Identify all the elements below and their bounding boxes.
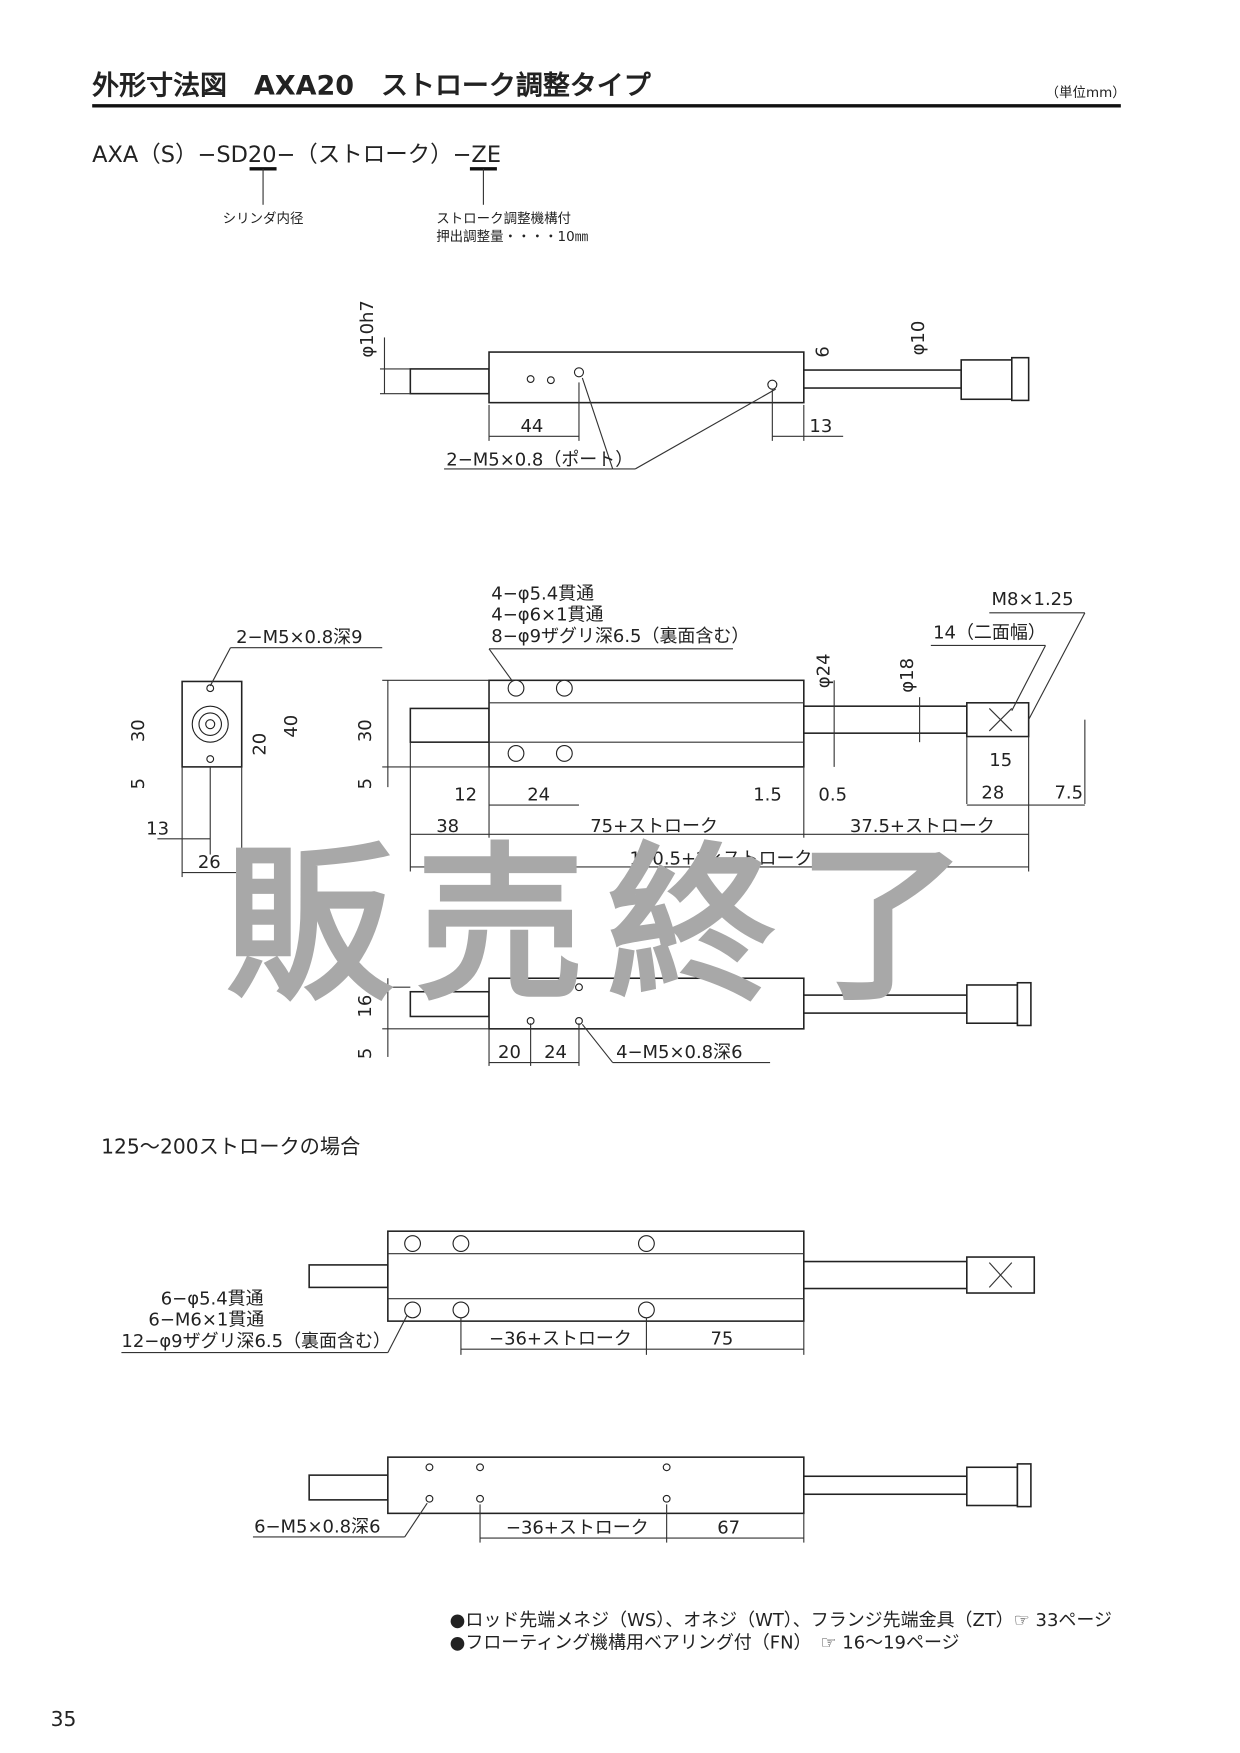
unit-label: （単位mm） <box>1046 85 1126 101</box>
end-dim-5: 5 <box>128 778 149 789</box>
bore-label: シリンダ内径 <box>223 211 304 227</box>
long-stroke-bottom-view: 6−M5×0.8深6 −36+ストローク 67 <box>252 1456 1032 1543</box>
long-holes-label-3: 12−φ9ザグリ深6.5（裏面含む） <box>121 1331 390 1352</box>
ze-label-1: ストローク調整機構付 <box>436 211 571 227</box>
dim-15: 15 <box>989 750 1012 771</box>
side-dim-5: 5 <box>355 778 376 789</box>
end-dim-13: 13 <box>146 818 169 839</box>
model-code: AXA（S）−SD20−（ストローク）−ZE <box>92 142 501 168</box>
dim-37-5-stroke: 37.5+ストローク <box>850 816 995 837</box>
bottom-dim-16: 16 <box>355 995 376 1018</box>
top-view: φ10h7 6 φ10 44 13 2−M5×0.8（ポート） <box>357 300 1030 471</box>
dim-13: 13 <box>809 416 832 437</box>
long-dim-36-stroke: −36+ストローク <box>489 1329 632 1350</box>
dim-7-5: 7.5 <box>1055 782 1084 803</box>
long-bottom-dim-36-stroke: −36+ストローク <box>506 1518 649 1539</box>
long-stroke-heading: 125～200ストロークの場合 <box>101 1135 360 1159</box>
long-stroke-side-view: 6−φ5.4貫通 6−M6×1貫通 12−φ9ザグリ深6.5（裏面含む） −36… <box>121 1230 1036 1355</box>
dim-6: 6 <box>813 346 834 357</box>
end-dim-40: 40 <box>281 715 302 738</box>
dim-rod-dia: φ10h7 <box>357 300 378 358</box>
page-title: 外形寸法図 AXA20 ストローク調整タイプ <box>92 70 651 102</box>
dim-0-5: 0.5 <box>818 785 847 806</box>
long-dim-75: 75 <box>710 1329 733 1350</box>
long-tap-label: 6−M5×0.8深6 <box>254 1516 380 1537</box>
dim-dia-24: φ24 <box>814 653 835 688</box>
long-holes-label-2: 6−M6×1貫通 <box>148 1310 264 1331</box>
dim-38: 38 <box>436 816 459 837</box>
note-floating: ●フローティング機構用ベアリング付（FN） ☞ 16～19ページ <box>450 1632 960 1653</box>
dim-rod-dia2: φ10 <box>908 321 929 356</box>
dim-24: 24 <box>527 785 550 806</box>
long-dim-67: 67 <box>717 1518 740 1539</box>
dim-28: 28 <box>981 782 1004 803</box>
port-label: 2−M5×0.8（ポート） <box>446 450 633 471</box>
discontinued-watermark: 販売終了 <box>225 827 989 1024</box>
bottom-view: 16 5 20 24 4−M5×0.8深6 <box>355 977 1032 1066</box>
bottom-dim-20: 20 <box>498 1042 521 1063</box>
holes-label-2: 4−φ6×1貫通 <box>491 605 603 626</box>
dim-dia-18: φ18 <box>897 658 918 693</box>
side-dim-30: 30 <box>355 719 376 742</box>
dim-1-5: 1.5 <box>753 785 782 806</box>
dim-44: 44 <box>521 416 544 437</box>
dim-total: 150.5+2×ストローク <box>630 849 813 870</box>
side-view: 4−φ5.4貫通 4−φ6×1貫通 8−φ9ザグリ深6.5（裏面含む） M8×1… <box>355 583 1086 872</box>
end-tap-label: 2−M5×0.8深9 <box>236 627 362 648</box>
holes-label-1: 4−φ5.4貫通 <box>491 583 594 604</box>
end-dim-26: 26 <box>198 852 221 873</box>
page-number: 35 <box>51 1707 77 1731</box>
bottom-dim-24: 24 <box>544 1042 567 1063</box>
end-dim-30: 30 <box>128 719 149 742</box>
across-flats-label: 14（二面幅） <box>933 623 1046 644</box>
dim-12: 12 <box>454 785 477 806</box>
long-holes-label-1: 6−φ5.4貫通 <box>161 1288 264 1309</box>
end-dim-20: 20 <box>249 733 270 756</box>
note-rod-end: ●ロッド先端メネジ（WS）、オネジ（WT）、フランジ先端金具（ZT）☞ 33ペー… <box>450 1610 1112 1631</box>
dim-75-stroke: 75+ストローク <box>590 816 718 837</box>
thread-label: M8×1.25 <box>992 589 1074 610</box>
ze-label-2: 押出調整量・・・・10㎜ <box>436 229 589 245</box>
end-view: 13 26 30 5 20 40 2−M5×0.8深9 <box>128 627 383 878</box>
bottom-dim-5: 5 <box>355 1048 376 1059</box>
holes-label-3: 8−φ9ザグリ深6.5（裏面含む） <box>491 626 749 647</box>
bottom-tap-label: 4−M5×0.8深6 <box>616 1042 742 1063</box>
